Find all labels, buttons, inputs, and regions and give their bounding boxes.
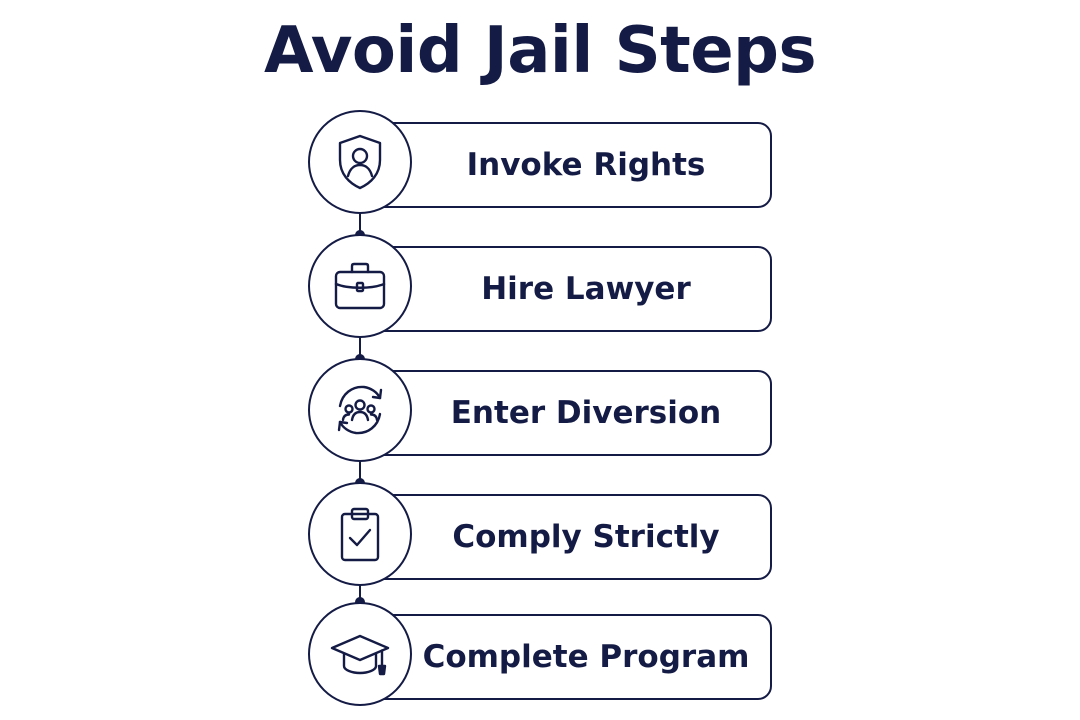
step-box <box>370 122 772 208</box>
step-icon-circle <box>308 602 412 706</box>
step-invoke-rights: Invoke Rights <box>0 108 1080 214</box>
connector-line-1 <box>359 210 361 238</box>
step-box <box>370 614 772 700</box>
briefcase-icon <box>334 262 386 310</box>
page-title: Avoid Jail Steps <box>263 14 817 88</box>
connector-line-3 <box>359 458 361 486</box>
step-box <box>370 370 772 456</box>
step-label: Invoke Rights <box>466 147 706 183</box>
step-label: Hire Lawyer <box>481 271 691 307</box>
connector-line-4 <box>359 582 361 606</box>
shield-person-icon <box>338 134 382 190</box>
group-cycle-icon <box>337 385 383 435</box>
step-label: Complete Program <box>422 639 750 675</box>
graduation-cap-icon <box>330 634 390 676</box>
step-hire-lawyer: Hire Lawyer <box>0 232 1080 338</box>
step-label: Comply Strictly <box>452 519 720 555</box>
step-icon-circle <box>308 234 412 338</box>
step-complete-program: Complete Program <box>0 600 1080 706</box>
step-label: Enter Diversion <box>450 395 722 431</box>
step-enter-diversion: Enter Diversion <box>0 356 1080 462</box>
step-icon-circle <box>308 358 412 462</box>
step-icon-circle <box>308 482 412 586</box>
step-box <box>370 494 772 580</box>
connector-line-2 <box>359 334 361 362</box>
clipboard-check-icon <box>340 507 380 562</box>
step-comply-strictly: Comply Strictly <box>0 480 1080 586</box>
step-icon-circle <box>308 110 412 214</box>
